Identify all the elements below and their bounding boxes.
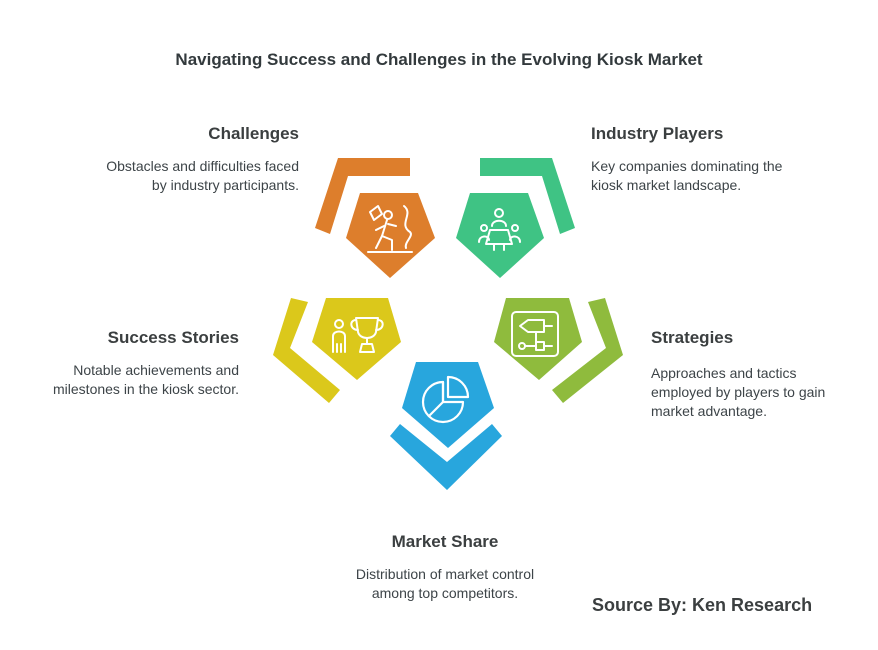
challenges-heading: Challenges xyxy=(208,124,299,143)
flowchart-icon xyxy=(511,311,559,357)
segment-market-share xyxy=(390,362,502,490)
market-share-description-line: among top competitors. xyxy=(371,585,519,601)
strategies-description-line: Approaches and tactics xyxy=(651,365,797,381)
market-share-description: Distribution of market control among top… xyxy=(310,565,580,603)
industry-players-bracket xyxy=(480,158,575,234)
market-share-heading: Market Share xyxy=(391,532,499,551)
climber-icon xyxy=(367,205,413,253)
success-stories-description-line: milestones in the kiosk sector. xyxy=(53,381,239,397)
success-stories-heading: Success Stories xyxy=(107,328,239,347)
challenges-bracket xyxy=(315,158,410,234)
market-share-pentagon xyxy=(402,362,494,448)
challenges-description-line: Obstacles and difficulties faced xyxy=(106,158,299,174)
meeting-icon xyxy=(478,208,521,251)
strategies-bracket xyxy=(552,298,623,403)
industry-players-description-line: Key companies dominating the xyxy=(591,158,783,174)
segment-industry-players xyxy=(456,158,575,278)
success-stories-pentagon xyxy=(312,298,401,380)
strategies-description: Approaches and tactics employed by playe… xyxy=(651,364,873,421)
challenges-description-line: by industry participants. xyxy=(151,177,299,193)
challenges-pentagon xyxy=(346,193,435,278)
success-stories-description-line: Notable achievements and xyxy=(73,362,239,378)
industry-players-pentagon xyxy=(456,193,544,278)
industry-players-description: Key companies dominating the kiosk marke… xyxy=(591,157,841,195)
industry-players-heading: Industry Players xyxy=(591,124,724,143)
success-stories-bracket xyxy=(273,298,340,403)
strategies-pentagon xyxy=(494,298,582,380)
market-share-description-line: Distribution of market control xyxy=(355,566,535,582)
trophy-icon xyxy=(332,317,384,353)
strategies-description-line: market advantage. xyxy=(651,403,767,419)
market-share-bracket xyxy=(390,424,502,490)
segment-success-stories xyxy=(273,298,401,403)
source-credit: Source By: Ken Research xyxy=(592,595,813,615)
segment-challenges xyxy=(315,158,435,278)
segment-strategies xyxy=(494,298,623,403)
industry-players-description-line: kiosk market landscape. xyxy=(591,177,742,193)
diagram-title: Navigating Success and Challenges in the… xyxy=(175,50,703,69)
success-stories-description: Notable achievements and milestones in t… xyxy=(10,361,239,399)
strategies-heading: Strategies xyxy=(651,328,734,347)
strategies-description-line: employed by players to gain xyxy=(651,384,826,400)
pie-chart-icon xyxy=(421,375,470,424)
challenges-description: Obstacles and difficulties faced by indu… xyxy=(60,157,299,195)
